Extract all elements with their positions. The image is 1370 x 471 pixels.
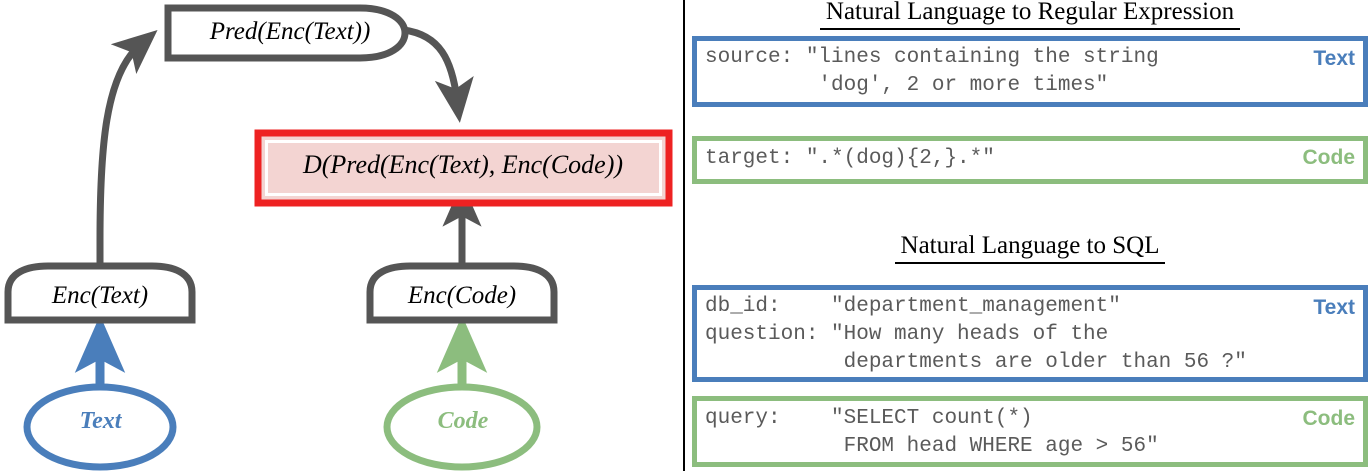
example-regex-source-text: source: "lines containing the string 'do… [705, 46, 1159, 97]
example-title-sql-text: Natural Language to SQL [894, 232, 1166, 264]
example-regex-target-box: target: ".*(dog){2,}.*" Code [692, 136, 1368, 184]
example-regex-target-text: target: ".*(dog){2,}.*" [705, 147, 995, 170]
edge-enctext-to-pred [96, 29, 158, 285]
node-enc-code-shape [366, 262, 558, 324]
example-title-regex-text: Natural Language to Regular Expression [819, 0, 1241, 30]
edge-pred-to-distance [403, 26, 474, 123]
example-regex-target-tag: Code [1302, 146, 1356, 169]
panel-divider [683, 0, 685, 471]
node-distance-inner-outline [265, 140, 662, 196]
example-regex-source-tag: Text [1313, 47, 1355, 70]
examples-panel: Natural Language to Regular Expression s… [690, 0, 1370, 471]
architecture-diagram-panel: Pred(Enc(Text)) D(Pred(Enc(Text), Enc(Co… [0, 0, 683, 471]
diagram-canvas [4, 4, 673, 471]
example-sql-source-text: db_id: "department_management" question:… [705, 295, 1247, 374]
example-regex-source-box: source: "lines containing the string 'do… [692, 36, 1368, 107]
node-text-oval-shape [23, 383, 177, 471]
node-distance-shape [254, 129, 673, 207]
node-pred-shape [164, 4, 409, 62]
example-sql-source-box: db_id: "department_management" question:… [692, 285, 1368, 382]
example-title-regex: Natural Language to Regular Expression [690, 0, 1370, 30]
example-sql-target-tag: Code [1302, 407, 1356, 430]
node-code-oval-shape [383, 383, 541, 471]
example-sql-target-text: query: "SELECT count(*) FROM head WHERE … [705, 407, 1159, 458]
example-title-sql: Natural Language to SQL [690, 232, 1370, 264]
node-enc-text-shape [4, 262, 196, 324]
example-sql-source-tag: Text [1313, 296, 1355, 319]
example-sql-target-box: query: "SELECT count(*) FROM head WHERE … [692, 396, 1368, 467]
